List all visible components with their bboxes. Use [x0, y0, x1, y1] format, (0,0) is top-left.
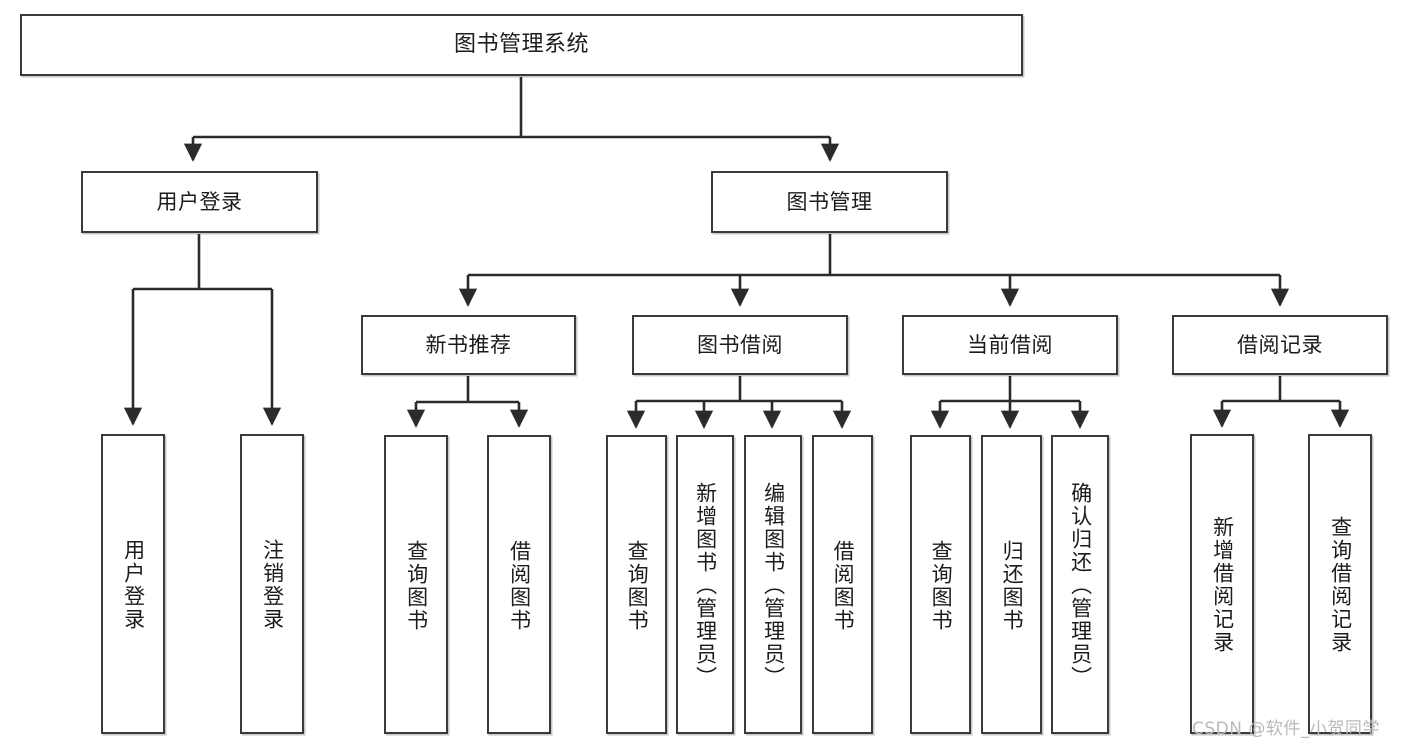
node-label: 新增图书（管理员）	[693, 482, 718, 689]
node-label: 用户登录	[121, 539, 146, 631]
leaf-current-confirm-return-admin[interactable]: 确认归还（管理员）	[1051, 435, 1109, 734]
node-label: 图书管理系统	[453, 32, 589, 58]
node-label: 当前借阅	[967, 332, 1053, 357]
node-current-borrow[interactable]: 当前借阅	[902, 315, 1118, 375]
node-label: 查询图书	[929, 539, 954, 632]
leaf-record-add-record[interactable]: 新增借阅记录	[1190, 434, 1254, 734]
leaf-current-query-book[interactable]: 查询图书	[910, 435, 971, 734]
node-root-system[interactable]: 图书管理系统	[20, 14, 1023, 76]
leaf-record-query-record[interactable]: 查询借阅记录	[1308, 434, 1372, 734]
leaf-user-login-signout[interactable]: 注销登录	[240, 434, 304, 734]
node-new-book-recommend[interactable]: 新书推荐	[361, 315, 576, 375]
leaf-recommend-borrow-book[interactable]: 借阅图书	[487, 435, 551, 734]
node-book-borrow[interactable]: 图书借阅	[632, 315, 848, 375]
leaf-borrow-add-book-admin[interactable]: 新增图书（管理员）	[676, 435, 734, 734]
node-label: 查询图书	[404, 539, 429, 632]
leaf-borrow-query-book[interactable]: 查询图书	[606, 435, 667, 734]
node-label: 图书借阅	[697, 332, 783, 357]
node-label: 查询借阅记录	[1328, 516, 1353, 654]
node-label: 编辑图书（管理员）	[761, 482, 786, 689]
leaf-borrow-borrow-book[interactable]: 借阅图书	[812, 435, 873, 734]
node-label: 注销登录	[260, 539, 285, 631]
node-label: 借阅图书	[831, 539, 856, 632]
node-label: 查询图书	[625, 539, 650, 632]
node-book-management[interactable]: 图书管理	[711, 171, 948, 233]
node-label: 借阅记录	[1237, 332, 1323, 357]
node-label: 新书推荐	[425, 332, 512, 357]
node-borrow-record[interactable]: 借阅记录	[1172, 315, 1388, 375]
node-label: 确认归还（管理员）	[1068, 482, 1093, 689]
csdn-watermark: CSDN @软件_小贺同学	[1192, 719, 1380, 739]
node-label: 用户登录	[156, 189, 243, 214]
leaf-user-login-signin[interactable]: 用户登录	[101, 434, 165, 734]
node-label: 归还图书	[1000, 539, 1025, 632]
leaf-current-return-book[interactable]: 归还图书	[981, 435, 1042, 734]
node-user-login[interactable]: 用户登录	[81, 171, 318, 233]
node-label: 借阅图书	[507, 539, 532, 632]
node-label: 新增借阅记录	[1210, 516, 1235, 654]
leaf-borrow-edit-book-admin[interactable]: 编辑图书（管理员）	[744, 435, 802, 734]
node-label: 图书管理	[786, 189, 873, 214]
leaf-recommend-query-book[interactable]: 查询图书	[384, 435, 448, 734]
